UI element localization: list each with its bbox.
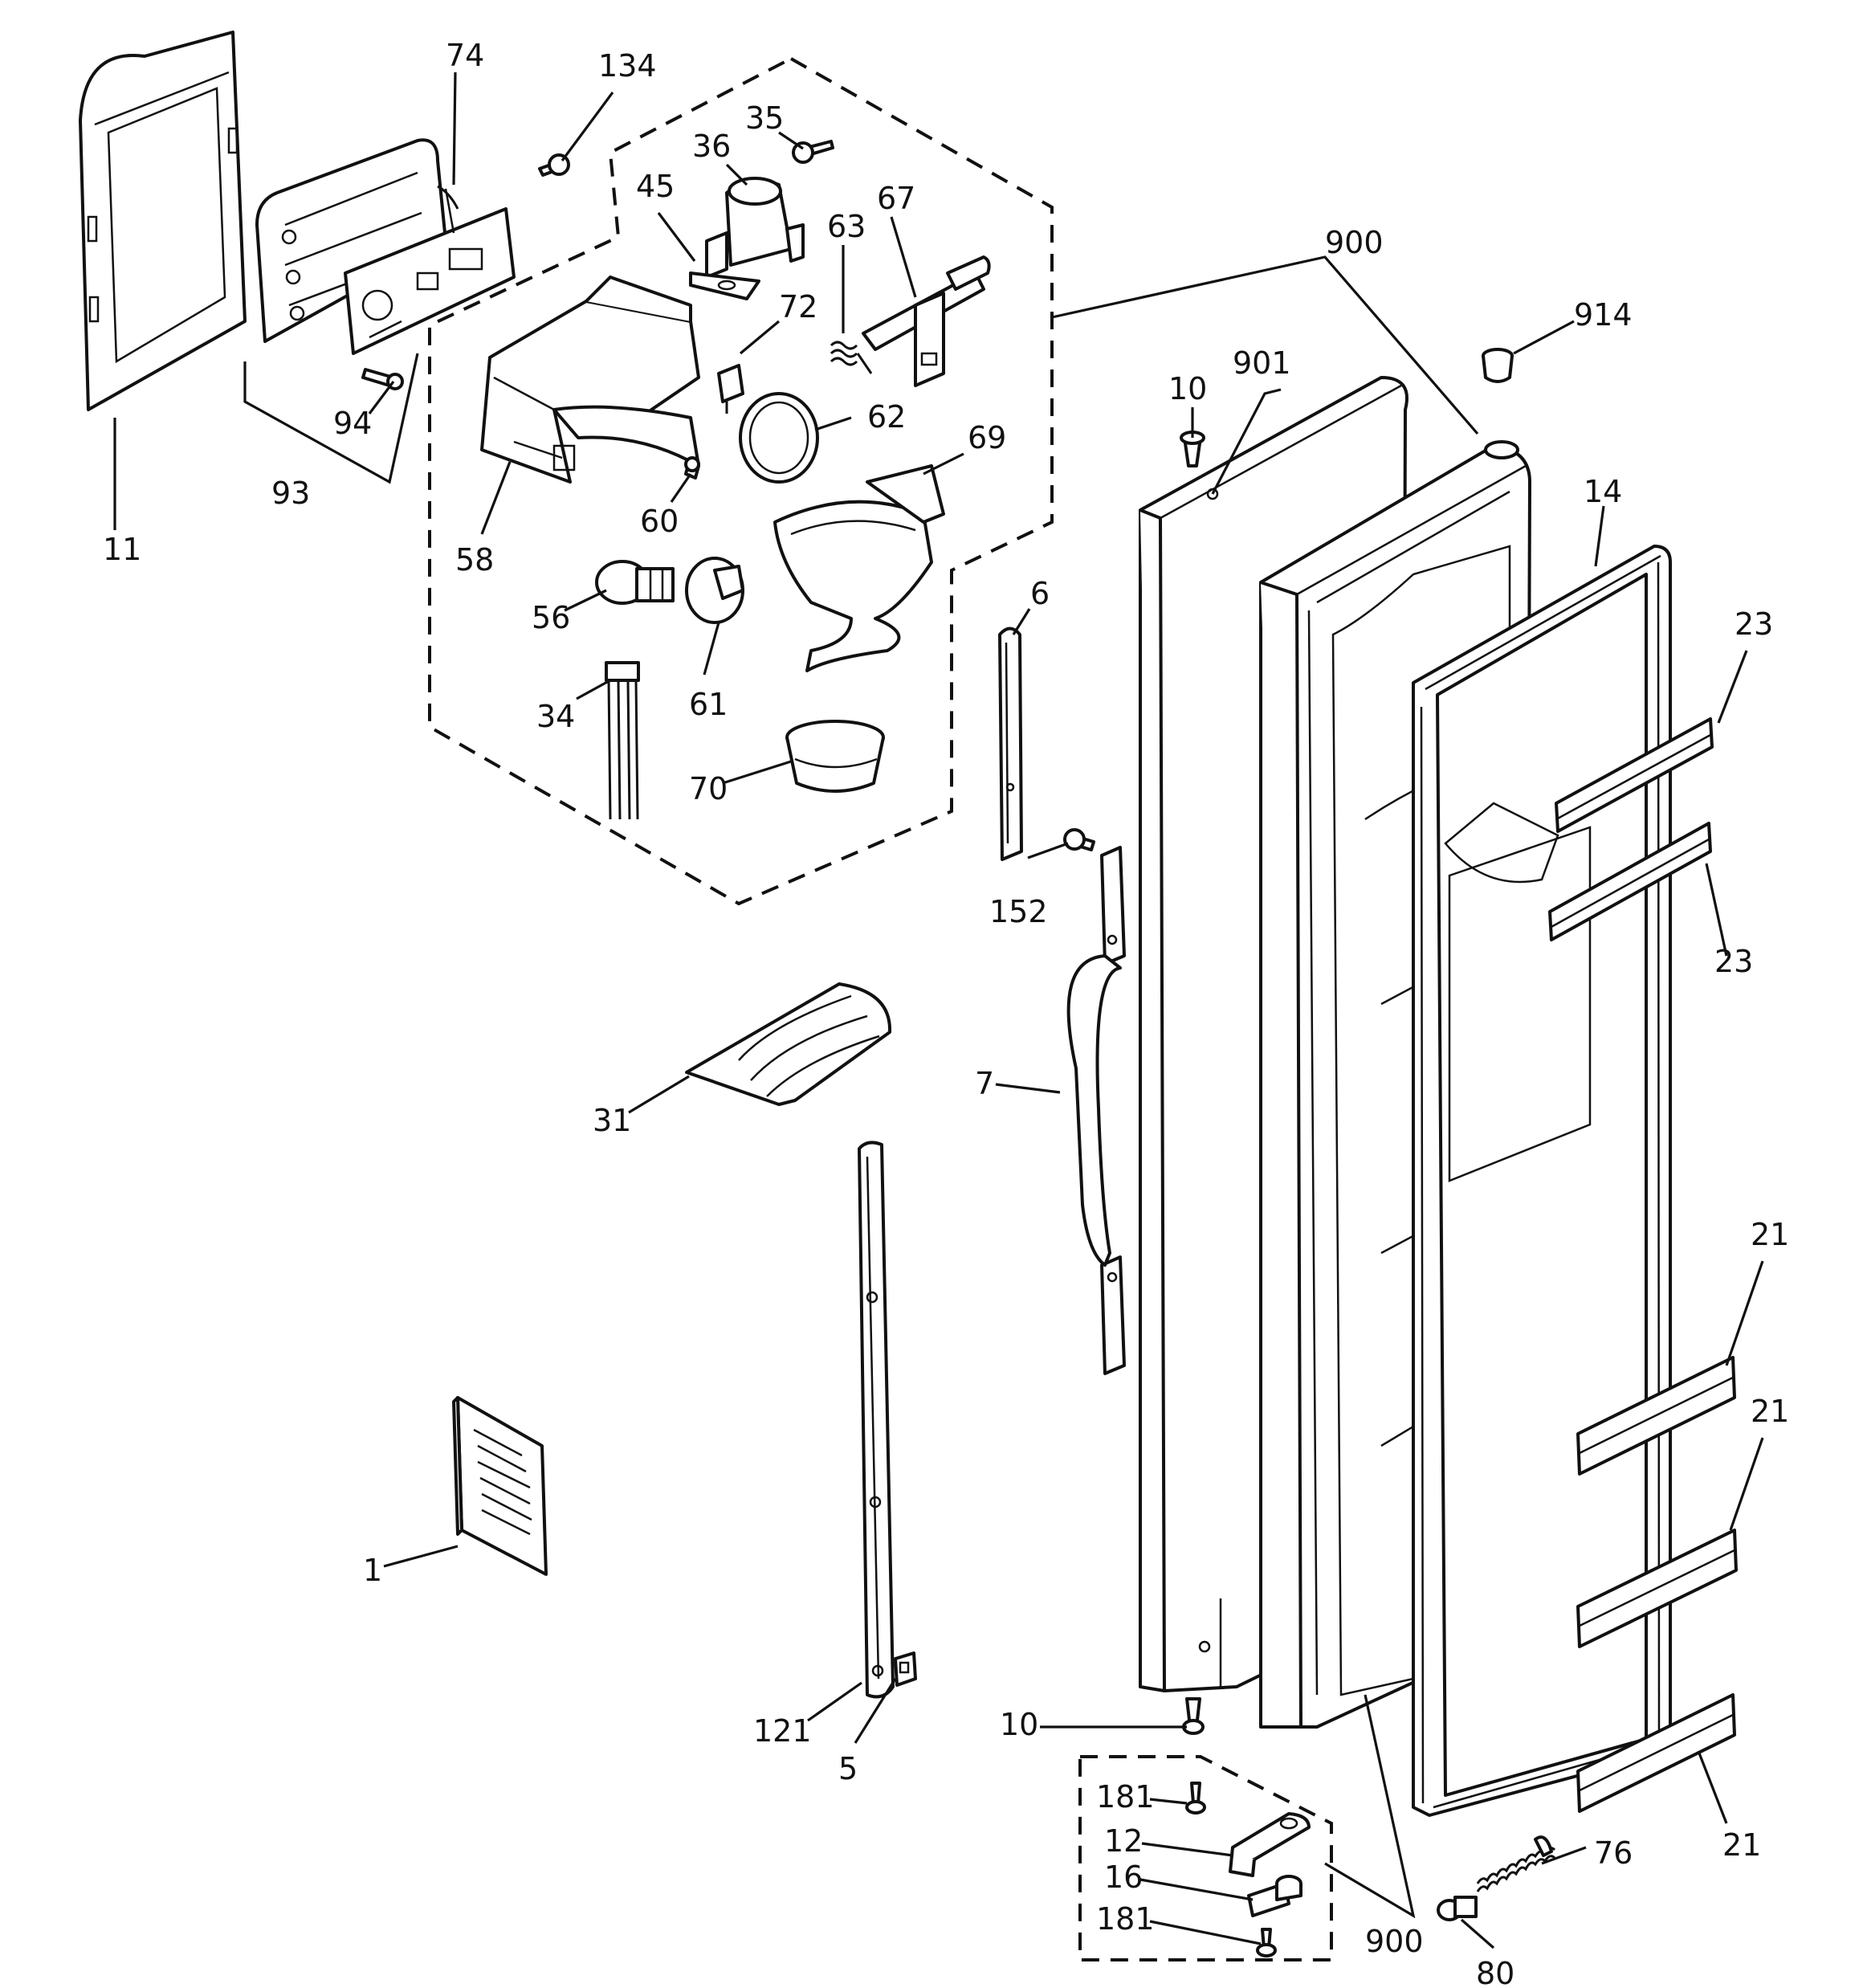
water-tube-76 — [1476, 1835, 1556, 1892]
callout-80: 80 — [1476, 1956, 1514, 1988]
callout-21-c: 21 — [1722, 1827, 1761, 1863]
solenoid — [705, 177, 805, 279]
callout-56: 56 — [532, 600, 570, 635]
owners-manual — [452, 1396, 548, 1576]
callout-94: 94 — [333, 406, 372, 441]
callout-60: 60 — [640, 504, 679, 539]
screw-60 — [684, 456, 700, 480]
hinge-16 — [1247, 1875, 1302, 1917]
leader-lines — [113, 71, 1764, 1949]
screw-94 — [361, 368, 404, 390]
ice-dispenser-assembly-boundary — [428, 56, 1054, 906]
callout-181-upper: 181 — [1096, 1779, 1155, 1815]
callout-16: 16 — [1104, 1859, 1143, 1895]
wire-harness — [605, 661, 640, 820]
callout-62: 62 — [867, 399, 906, 435]
dispenser-housing — [480, 276, 700, 484]
cup-56 — [595, 560, 675, 605]
callout-45: 45 — [636, 169, 675, 204]
callout-914: 914 — [1574, 297, 1633, 333]
callout-181-lower: 181 — [1096, 1901, 1155, 1937]
callout-1: 1 — [363, 1553, 382, 1588]
screw-10-top — [1180, 431, 1205, 467]
door-gasket — [1412, 545, 1672, 1817]
callout-23-lower: 23 — [1714, 944, 1753, 979]
bracket-45 — [689, 271, 760, 300]
plug-914 — [1482, 348, 1514, 383]
switch-72 — [717, 364, 744, 414]
gear-61 — [685, 557, 744, 624]
fitting-80 — [1437, 1896, 1478, 1921]
callout-69: 69 — [968, 420, 1006, 455]
door-handle — [1066, 846, 1126, 1375]
callout-36: 36 — [692, 129, 731, 164]
circuit-board — [344, 185, 516, 355]
callout-11: 11 — [103, 532, 141, 567]
screw-35 — [792, 140, 834, 164]
bin-rail-21-c — [1576, 1693, 1736, 1813]
callout-901: 901 — [1233, 345, 1291, 381]
shelf-rail-23-upper — [1555, 717, 1714, 833]
screw-152 — [1063, 828, 1095, 851]
door-lever — [862, 255, 991, 387]
callout-152: 152 — [989, 894, 1048, 929]
callout-70: 70 — [689, 771, 728, 806]
callout-121: 121 — [753, 1713, 812, 1749]
callout-14: 14 — [1584, 474, 1622, 509]
callout-74: 74 — [446, 38, 484, 73]
callout-21-b: 21 — [1751, 1394, 1789, 1429]
hinge-12 — [1229, 1812, 1311, 1877]
callout-63: 63 — [827, 209, 866, 244]
callout-72: 72 — [779, 289, 817, 325]
bin-rail-21-a — [1576, 1356, 1736, 1476]
callout-10-bottom: 10 — [1000, 1707, 1038, 1742]
hinge-kit-boundary — [1078, 1755, 1333, 1961]
ring-62 — [739, 392, 819, 484]
ice-chute — [773, 464, 945, 672]
callout-134: 134 — [598, 48, 657, 84]
callout-31: 31 — [593, 1103, 631, 1138]
callout-900-bottom: 900 — [1365, 1924, 1424, 1959]
callout-12: 12 — [1104, 1823, 1143, 1859]
callout-6: 6 — [1030, 576, 1050, 611]
screw-181-lower — [1256, 1928, 1277, 1957]
screw-181-upper — [1185, 1782, 1206, 1815]
callout-23-upper: 23 — [1735, 606, 1773, 642]
callout-93: 93 — [271, 476, 310, 511]
bin-rail-21-b — [1576, 1529, 1738, 1648]
callout-76: 76 — [1594, 1835, 1633, 1871]
callout-67: 67 — [877, 181, 915, 216]
callout-7: 7 — [975, 1066, 994, 1101]
gasket-strip — [858, 1141, 895, 1699]
dispenser-frame — [79, 31, 247, 411]
callout-5: 5 — [838, 1751, 858, 1786]
drip-tray — [685, 982, 892, 1106]
spring-63 — [830, 341, 873, 374]
funnel-70 — [785, 720, 885, 793]
callout-900-top: 900 — [1325, 225, 1384, 260]
shelf-rail-23-lower — [1548, 822, 1712, 941]
callout-61: 61 — [689, 687, 728, 722]
callout-34: 34 — [536, 699, 575, 734]
callout-58: 58 — [455, 542, 494, 578]
callout-10-top: 10 — [1168, 371, 1207, 406]
callout-21-a: 21 — [1751, 1217, 1789, 1252]
callout-35: 35 — [745, 100, 784, 136]
clip-5 — [894, 1651, 917, 1687]
screw-134 — [538, 153, 570, 177]
trim-strip-6 — [998, 627, 1023, 861]
